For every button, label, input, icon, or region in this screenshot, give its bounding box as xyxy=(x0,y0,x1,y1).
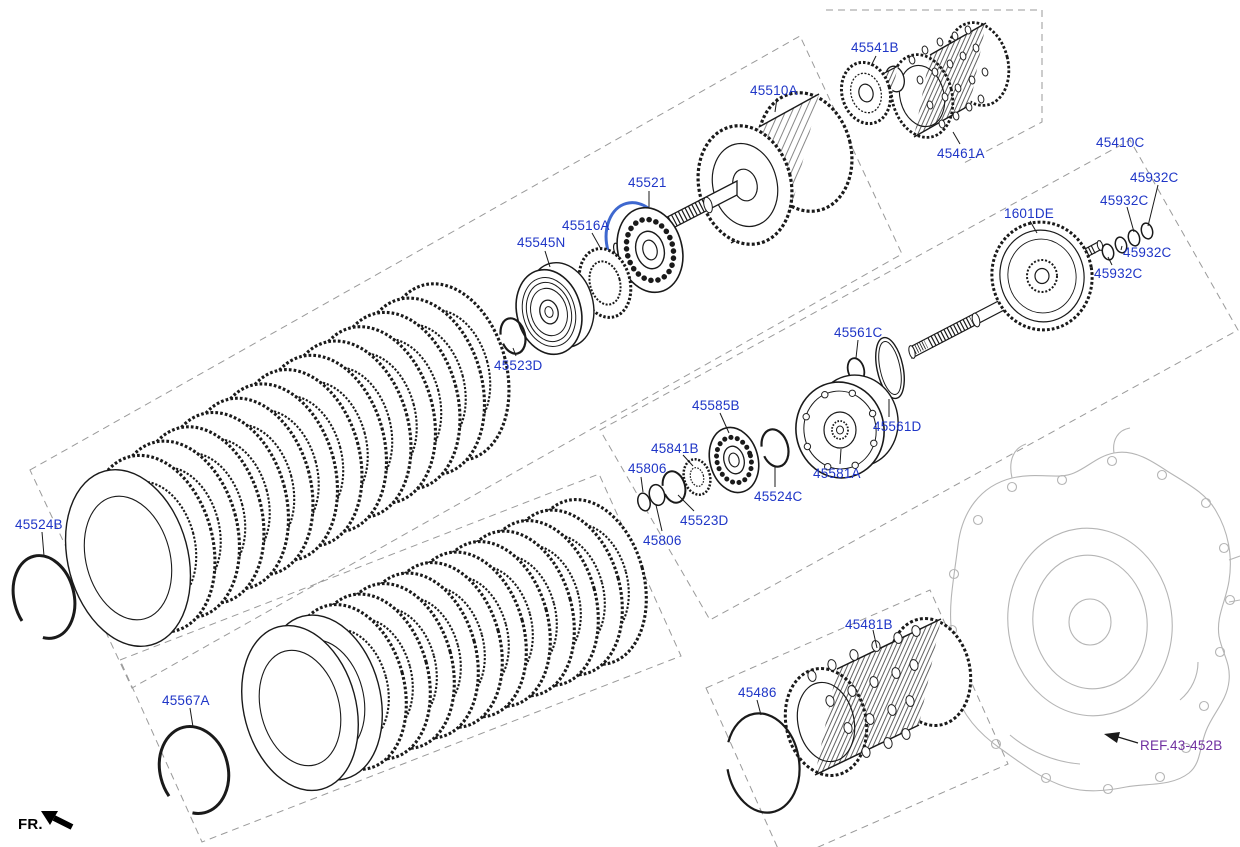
part-45841B-splined-washer xyxy=(682,458,712,496)
part-45932C-rings xyxy=(1101,222,1154,261)
part-label-45524C: 45524C xyxy=(754,489,803,504)
part-45567A-snap-ring xyxy=(157,725,231,815)
part-label-45523D-2: 45523D xyxy=(680,513,729,528)
part-label-45461A: 45461A xyxy=(937,146,985,161)
ref-link-43-452B[interactable]: REF.43-452B xyxy=(1140,738,1223,753)
part-45521-bearing xyxy=(604,201,684,294)
ref-arrow xyxy=(1104,732,1139,744)
perforation-holes-45461A xyxy=(908,25,989,129)
part-label-45932C-2: 45932C xyxy=(1100,193,1149,208)
part-label-45581A: 45581A xyxy=(813,466,861,481)
part-label-45561D: 45561D xyxy=(873,419,922,434)
fr-arrow-icon xyxy=(41,811,74,830)
upper-clutch-plate-pack xyxy=(64,282,511,648)
part-label-45541B: 45541B xyxy=(851,40,899,55)
part-label-45523D-1: 45523D xyxy=(494,358,543,373)
part-label-45516A: 45516A xyxy=(562,218,610,233)
part-label-45567A: 45567A xyxy=(162,693,210,708)
part-45461A-drum xyxy=(889,21,1011,139)
part-45523D-snap-ring-lower xyxy=(661,470,687,504)
group-box-top-right xyxy=(826,9,1043,165)
part-label-45932C-4: 45932C xyxy=(1094,266,1143,281)
part-label-45524B: 45524B xyxy=(15,517,63,532)
part-45581A-retainer xyxy=(795,374,899,479)
part-45541B-gear xyxy=(839,60,905,126)
transmission-case-drawing xyxy=(946,427,1240,795)
lower-clutch-plate-pack xyxy=(241,498,648,792)
part-45545N-hub xyxy=(515,261,595,356)
part-label-45486: 45486 xyxy=(738,685,777,700)
part-45524C-snap-ring xyxy=(760,428,790,468)
part-45481B-drum xyxy=(783,617,973,777)
part-label-45932C-1: 45932C xyxy=(1130,170,1179,185)
part-label-45510A: 45510A xyxy=(750,83,798,98)
fr-indicator: FR. xyxy=(18,816,43,833)
part-label-45841B: 45841B xyxy=(651,441,699,456)
part-label-45932C-3: 45932C xyxy=(1123,245,1172,260)
part-45486-snap-ring xyxy=(725,712,801,814)
part-label-45481B: 45481B xyxy=(845,617,893,632)
group-box-45481B xyxy=(705,589,1009,847)
part-45806-washers xyxy=(637,483,666,512)
perforation-holes-45481B xyxy=(807,625,921,758)
part-45524B-snap-ring xyxy=(11,554,77,640)
part-label-45585B: 45585B xyxy=(692,398,740,413)
part-label-45806-1: 45806 xyxy=(628,461,667,476)
part-label-45806-2: 45806 xyxy=(643,533,682,548)
part-label-45521: 45521 xyxy=(628,175,667,190)
part-45585B-bearing xyxy=(708,426,760,494)
bolt-holes-45581A xyxy=(802,389,878,471)
part-45523D-snap-ring-upper xyxy=(499,317,527,355)
group-box-lower-clutch xyxy=(119,473,682,843)
leader-lines xyxy=(41,55,1159,728)
part-label-1601DE: 1601DE xyxy=(1004,206,1054,221)
group-box-45410C xyxy=(599,139,1239,621)
part-label-45545N: 45545N xyxy=(517,235,566,250)
part-label-45410C: 45410C xyxy=(1096,135,1145,150)
part-label-45561C: 45561C xyxy=(834,325,883,340)
part-1601DE-shaft-drum xyxy=(908,220,1104,359)
part-45561D-ring xyxy=(875,336,905,400)
